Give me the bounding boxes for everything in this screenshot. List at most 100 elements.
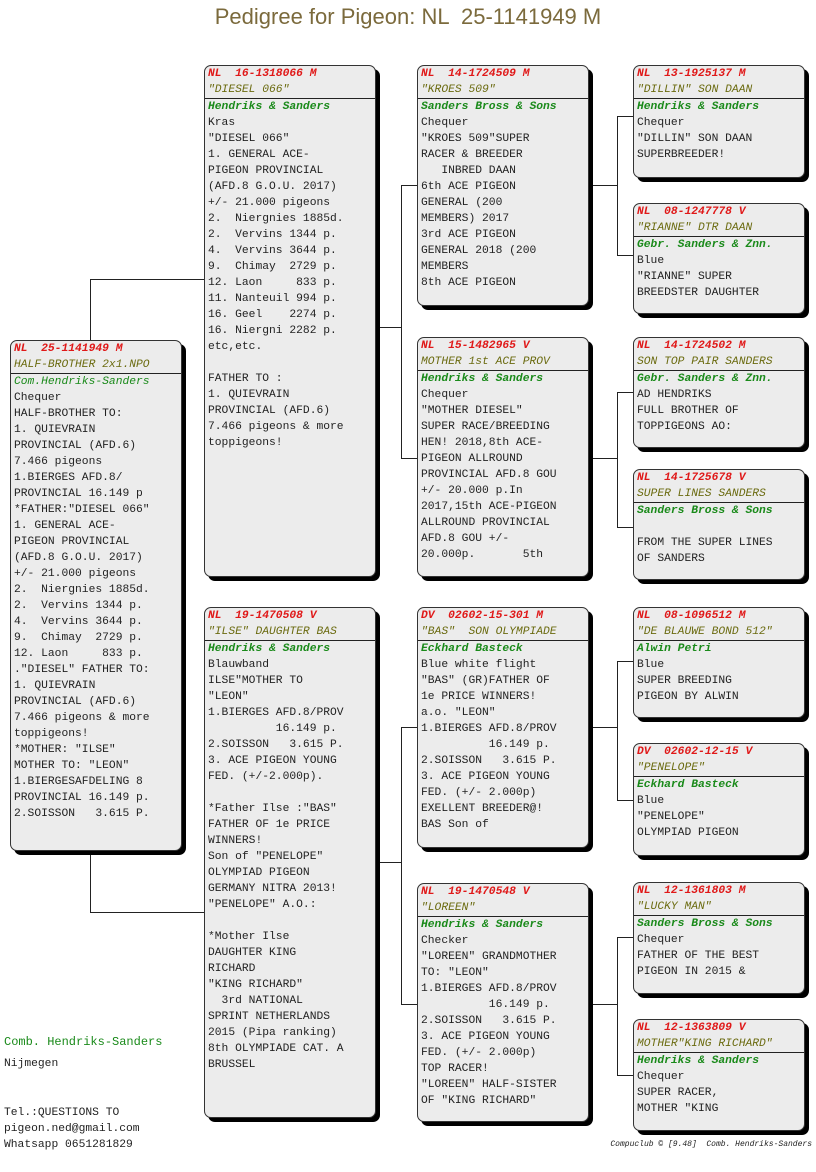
pigeon-card-ggp-5[interactable]: NL 08-1096512 M"DE BLAUWE BOND 512"Alwin…: [633, 607, 805, 718]
info-line: PROVINCIAL (AFD.6): [208, 405, 331, 417]
info-line: RACER & BREEDER: [421, 149, 523, 161]
info-line: 12. Laon 833 p.: [14, 648, 143, 660]
info-line: PROVINCIAL (AFD.6): [14, 696, 137, 708]
info-line: 16.149 p.: [208, 723, 337, 735]
info-line: SUPER RACE/BREEDING: [421, 421, 550, 433]
ring-number: NL 08-1096512 M: [637, 610, 746, 622]
info-line: 7.466 pigeons: [14, 456, 103, 468]
ring-number: NL 14-1725678 V: [637, 472, 746, 484]
breeder-name: Com.Hendriks-Sanders: [14, 376, 150, 388]
info-line: SPRINT NETHERLANDS: [208, 1011, 331, 1023]
info-line: +/- 20.000 p.In: [421, 485, 523, 497]
pigeon-name: MOTHER 1st ACE PROV: [418, 354, 588, 371]
info-line: 16. Niergni 2282 p.: [208, 325, 337, 337]
info-line: PROVINCIAL AFD.8 GOU: [421, 469, 557, 481]
ring-number: NL 19-1470508 V: [208, 610, 317, 622]
info-line: BRUSSEL: [208, 1059, 256, 1071]
info-line: PROVINCIAL 16.149 p: [14, 488, 143, 500]
info-line: Chequer: [14, 392, 62, 404]
info-line: PIGEON PROVINCIAL: [14, 536, 130, 548]
info-line: 3. ACE PIGEON YOUNG: [208, 755, 337, 767]
pigeon-name: HALF-BROTHER 2x1.NPO: [11, 357, 181, 374]
info-line: *FATHER:"DIESEL 066": [14, 504, 150, 516]
breeder-name: Sanders Bross & Sons: [637, 505, 773, 517]
pigeon-card-grandfather-paternal[interactable]: NL 14-1724509 M"KROES 509"Sanders Bross …: [417, 65, 589, 306]
info-line: OF "KING RICHARD": [421, 1095, 537, 1107]
info-line: SUPER BREEDING: [637, 675, 732, 687]
footer-whatsapp: Whatsapp 0651281829: [4, 1139, 133, 1151]
pigeon-name: SUPER LINES SANDERS: [634, 486, 804, 503]
page-title: Pedigree for Pigeon: NL 25-1141949 M: [214, 4, 602, 29]
info-line: GENERAL 2018 (200: [421, 245, 537, 257]
breeder-name: Hendriks & Sanders: [637, 1055, 760, 1067]
pigeon-card-ggp-7[interactable]: NL 12-1361803 M"LUCKY MAN"Sanders Bross …: [633, 882, 805, 994]
pigeon-card-ggp-6[interactable]: DV 02602-12-15 V"PENELOPE"Eckhard Bastec…: [633, 743, 805, 856]
footer-email[interactable]: pigeon.ned@gmail.com: [4, 1123, 140, 1135]
info-line: 2.SOISSON 3.615 P.: [421, 755, 557, 767]
info-line: 3rd ACE PIGEON: [421, 229, 516, 241]
breeder-name: Hendriks & Sanders: [208, 643, 331, 655]
info-line: Blue: [637, 659, 665, 671]
info-line: HALF-BROTHER TO:: [14, 408, 123, 420]
info-line: 2015 (Pipa ranking): [208, 1027, 337, 1039]
info-line: BREEDSTER DAUGHTER: [637, 287, 760, 299]
info-line: (AFD.8 G.O.U. 2017): [208, 181, 337, 193]
info-line: PIGEON BY ALWIN: [637, 691, 739, 703]
info-line: "LOREEN" GRANDMOTHER: [421, 951, 557, 963]
breeder-name: Gebr. Sanders & Znn.: [637, 239, 773, 251]
info-line: 4. Vervins 3644 p.: [14, 616, 143, 628]
info-line: 3rd NATIONAL: [208, 995, 303, 1007]
ring-number: NL 19-1470548 V: [421, 886, 530, 898]
info-line: 8th ACE PIGEON: [421, 277, 516, 289]
info-line: OLYMPIAD PIGEON: [208, 867, 310, 879]
info-line: OF SANDERS: [637, 553, 705, 565]
info-line: MEMBERS: [421, 261, 469, 273]
info-line: TOPPIGEONS AO:: [637, 421, 732, 433]
pigeon-card-father[interactable]: NL 16-1318066 M"DIESEL 066"Hendriks & Sa…: [204, 65, 376, 577]
info-line: a.o. "LEON": [421, 707, 496, 719]
info-line: *Mother Ilse: [208, 931, 290, 943]
info-line: etc,etc.: [208, 341, 263, 353]
pigeon-name: "KROES 509": [418, 82, 588, 99]
ring-number: NL 14-1724502 M: [637, 340, 746, 352]
breeder-name: Hendriks & Sanders: [637, 101, 760, 113]
info-line: 3. ACE PIGEON YOUNG: [421, 1031, 550, 1043]
pigeon-card-ggp-4[interactable]: NL 14-1725678 V SUPER LINES SANDERS Sander…: [633, 469, 805, 580]
ring-number: NL 12-1363809 V: [637, 1022, 746, 1034]
info-line: ILSE"MOTHER TO: [208, 675, 303, 687]
info-line: "KING RICHARD": [208, 979, 303, 991]
info-line: "MOTHER DIESEL": [421, 405, 523, 417]
info-line: "DIESEL 066": [208, 133, 290, 145]
pigeon-card-grandmother-maternal[interactable]: NL 19-1470548 V"LOREEN"Hendriks & Sander…: [417, 883, 589, 1122]
info-line: 16.149 p.: [421, 999, 550, 1011]
info-line: 16. Geel 2274 p.: [208, 309, 337, 321]
info-line: 1.BIERGES AFD.8/: [14, 472, 123, 484]
info-line: 8th OLYMPIADE CAT. A: [208, 1043, 344, 1055]
info-line: 2.SOISSON 3.615 P.: [208, 739, 344, 751]
info-line: "BAS" (GR)FATHER OF: [421, 675, 550, 687]
breeder-name: Hendriks & Sanders: [421, 373, 544, 385]
info-line: Chequer: [421, 389, 469, 401]
info-line: 2.SOISSON 3.615 P.: [421, 1015, 557, 1027]
info-line: FATHER OF 1e PRICE: [208, 819, 331, 831]
info-line: toppigeons!: [14, 728, 89, 740]
info-line: PIGEON ALLROUND: [421, 453, 523, 465]
info-line: FED. (+/- 2.000p): [421, 787, 537, 799]
info-line: 1. QUIEVRAIN: [14, 424, 96, 436]
info-line: "PENELOPE": [637, 811, 705, 823]
info-line: 1e PRICE WINNERS!: [421, 691, 537, 703]
info-line: FROM THE SUPER LINES: [637, 537, 773, 549]
info-line: Chequer: [637, 117, 685, 129]
info-line: SUPER RACER,: [637, 1087, 719, 1099]
info-line: "LOREEN" HALF-SISTER: [421, 1079, 557, 1091]
credit-text: Compuclub © [9.48] Comb. Hendriks-Sander…: [610, 1140, 812, 1149]
